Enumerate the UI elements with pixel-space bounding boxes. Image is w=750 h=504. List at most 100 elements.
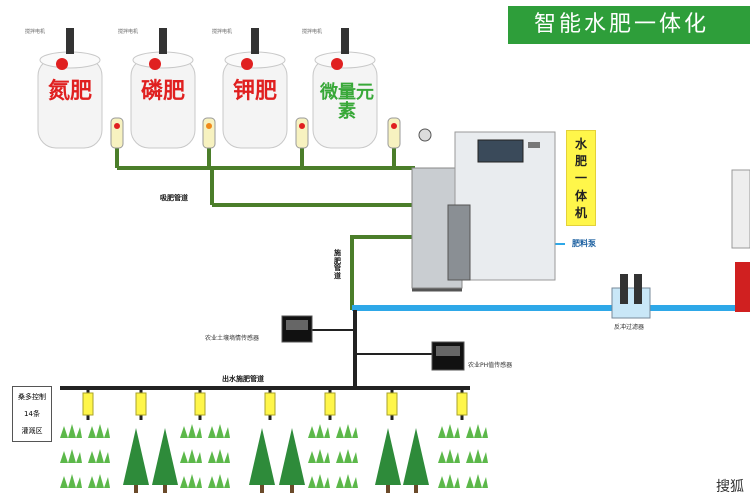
- tree-icon: [123, 428, 149, 485]
- filter-right: [634, 274, 642, 304]
- tree-icon: [249, 428, 275, 485]
- water-pump: [735, 262, 750, 312]
- valve-icon: [135, 392, 147, 416]
- soil-sensor-screen: [286, 320, 308, 330]
- tank-cap: [149, 58, 161, 70]
- zone-line-2: 14条: [24, 409, 40, 418]
- motor-icon: [159, 28, 167, 54]
- grass-icon: [438, 449, 460, 463]
- grass-icon: [60, 424, 82, 438]
- valve-icon: [82, 392, 94, 416]
- motor-icon: [251, 28, 259, 54]
- grass-icon: [88, 424, 110, 438]
- meter-light: [299, 123, 305, 129]
- grass-icon: [180, 424, 202, 438]
- grass-icon: [308, 424, 330, 438]
- grass-icon: [60, 449, 82, 463]
- valve-icon: [264, 392, 276, 416]
- grass-icon: [88, 474, 110, 488]
- motor-label-2: 搅拌电机: [118, 29, 139, 35]
- tree-trunk: [260, 485, 264, 493]
- machine-label-char-1: 水: [574, 137, 587, 152]
- suction-pipe-label: 吸肥管道: [160, 194, 188, 202]
- tank-label-potassium: 钾肥: [232, 79, 277, 104]
- pressure-gauge: [418, 128, 432, 142]
- fertilizer-pipe-label: 施肥管道: [334, 249, 341, 281]
- flow-meter: [295, 117, 309, 149]
- pump-body: [447, 204, 471, 281]
- motor-label-4: 搅拌电机: [302, 29, 323, 35]
- motor-icon: [341, 28, 349, 54]
- meter-light: [391, 123, 397, 129]
- pump-label: 肥料泵: [572, 239, 596, 248]
- tank-label-phosphorus: 磷肥: [140, 79, 185, 104]
- flow-meter: [202, 117, 216, 149]
- suction-pipes: [115, 148, 420, 310]
- grass-icon: [308, 474, 330, 488]
- soil-sensor: [281, 315, 313, 343]
- grass-icon: [438, 424, 460, 438]
- irrigation-field: [60, 388, 488, 493]
- tank-cap: [241, 58, 253, 70]
- tank-label-trace: 微量元素: [320, 82, 374, 122]
- motor-label-1: 搅拌电机: [25, 29, 46, 35]
- grass-icon: [466, 424, 488, 438]
- grass-icon: [466, 449, 488, 463]
- machine-label-char-5: 机: [574, 205, 587, 220]
- machine-button: [528, 142, 540, 148]
- tree-icon: [152, 428, 178, 485]
- meter-light: [114, 123, 120, 129]
- motor-label-3: 搅拌电机: [212, 29, 233, 35]
- water-pump-station: [731, 169, 750, 312]
- flow-meter: [387, 117, 401, 149]
- machine-screen: [477, 139, 524, 163]
- grass-icon: [336, 424, 358, 438]
- grass-icon: [336, 449, 358, 463]
- tree-trunk: [134, 485, 138, 493]
- tank-cap: [56, 58, 68, 70]
- tree-trunk: [414, 485, 418, 493]
- valve-icon: [324, 392, 336, 416]
- tank-top: [224, 51, 286, 69]
- valve-icon: [194, 392, 206, 416]
- control-cabinet: [731, 169, 750, 249]
- page-title: 智能水肥一体化: [508, 6, 750, 44]
- meter-light: [206, 123, 212, 129]
- tree-icon: [279, 428, 305, 485]
- tank-cap: [331, 58, 343, 70]
- machine-label-char-4: 体: [574, 188, 587, 203]
- tree-icon: [375, 428, 401, 485]
- tank-label-nitrogen: 氮肥: [47, 79, 92, 104]
- machine-label-char-2: 肥: [574, 154, 587, 169]
- grass-icon: [336, 474, 358, 488]
- grass-icon: [180, 474, 202, 488]
- tree-trunk: [163, 485, 167, 493]
- ph-sensor-screen: [436, 346, 460, 356]
- grass-icon: [308, 449, 330, 463]
- tank-top: [314, 51, 376, 69]
- grass-icon: [180, 449, 202, 463]
- fertilizer-tanks: [37, 28, 401, 149]
- tree-trunk: [386, 485, 390, 493]
- grass-icon: [208, 449, 230, 463]
- flow-meter: [110, 117, 124, 149]
- valve-icon: [386, 392, 398, 416]
- grass-icon: [208, 424, 230, 438]
- grass-icon: [88, 449, 110, 463]
- grass-icon: [438, 474, 460, 488]
- tree-trunk: [290, 485, 294, 493]
- grass-icon: [466, 474, 488, 488]
- grass-icon: [60, 474, 82, 488]
- soil-sensor-label: 农业土壤墒情传感器: [205, 335, 260, 342]
- filter-left: [620, 274, 628, 304]
- watermark: 搜狐: [716, 479, 744, 495]
- valve-icon: [456, 392, 468, 416]
- ph-sensor: [431, 341, 465, 371]
- integrated-machine: [411, 128, 556, 292]
- grass-icon: [208, 474, 230, 488]
- backflush-filter: [611, 274, 651, 319]
- tank-top: [39, 51, 101, 69]
- machine-label-char-3: 一: [574, 171, 587, 186]
- ph-sensor-label: 农业PH值传感器: [468, 362, 513, 369]
